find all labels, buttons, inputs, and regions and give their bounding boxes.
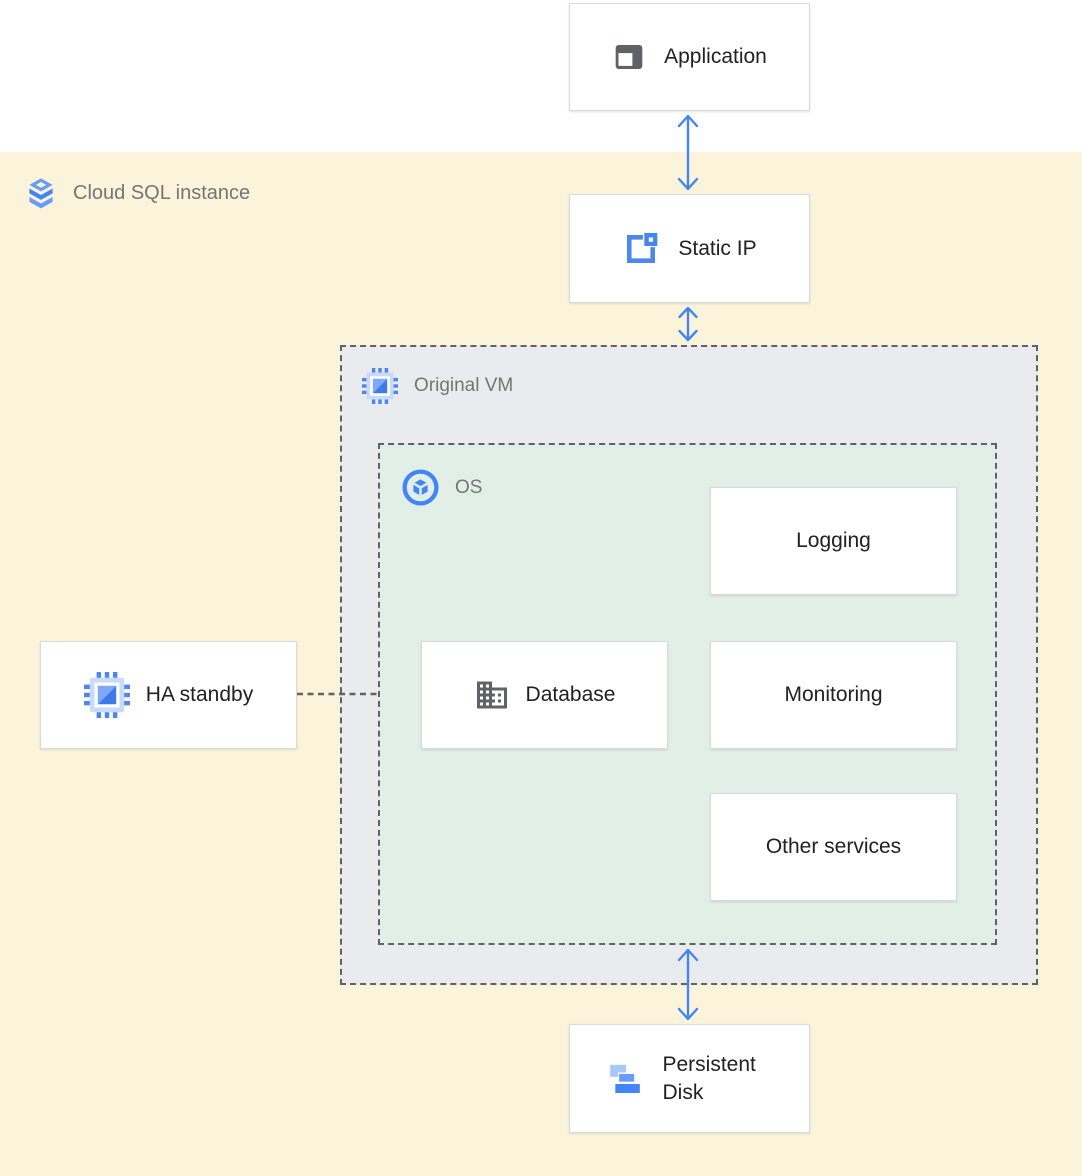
arrow-application-staticip [677,114,699,191]
ha-standby-label: HA standby [145,683,254,706]
arrow-os-disk [677,948,699,1021]
node-ha-standby: HA standby [40,641,297,749]
original-vm-text: Original VM [414,375,514,396]
persistent-disk-label: Persistent Disk [662,1052,756,1104]
database-label: Database [525,683,616,706]
node-logging: Logging [710,487,957,595]
other-services-label: Other services [765,835,902,858]
static-ip-label: Static IP [678,236,757,260]
building-icon [476,681,507,709]
compute-engine-icon [362,368,398,404]
cloud-sql-instance-label: Cloud SQL instance [24,177,250,210]
connector-ha-standby [297,692,378,696]
node-other-services: Other services [710,793,957,901]
cloud-sql-instance-text: Cloud SQL instance [73,182,251,204]
os-label: OS [402,469,482,506]
node-persistent-disk: Persistent Disk [569,1024,810,1133]
os-icon [402,469,439,506]
node-database: Database [421,641,668,749]
node-static-ip: Static IP [569,194,810,303]
external-zone [0,0,1082,152]
external-ip-icon [627,232,658,263]
application-label: Application [664,45,767,68]
application-window-icon [615,44,643,70]
node-application: Application [569,3,810,111]
arrow-staticip-vm [678,306,698,342]
compute-engine-icon [83,672,130,718]
node-monitoring: Monitoring [710,641,957,749]
cloud-sql-icon [29,178,53,209]
logging-label: Logging [796,529,871,552]
original-vm-label: Original VM [362,368,513,404]
persistent-disk-icon [609,1064,640,1093]
os-text: OS [455,476,483,498]
monitoring-label: Monitoring [784,683,883,706]
